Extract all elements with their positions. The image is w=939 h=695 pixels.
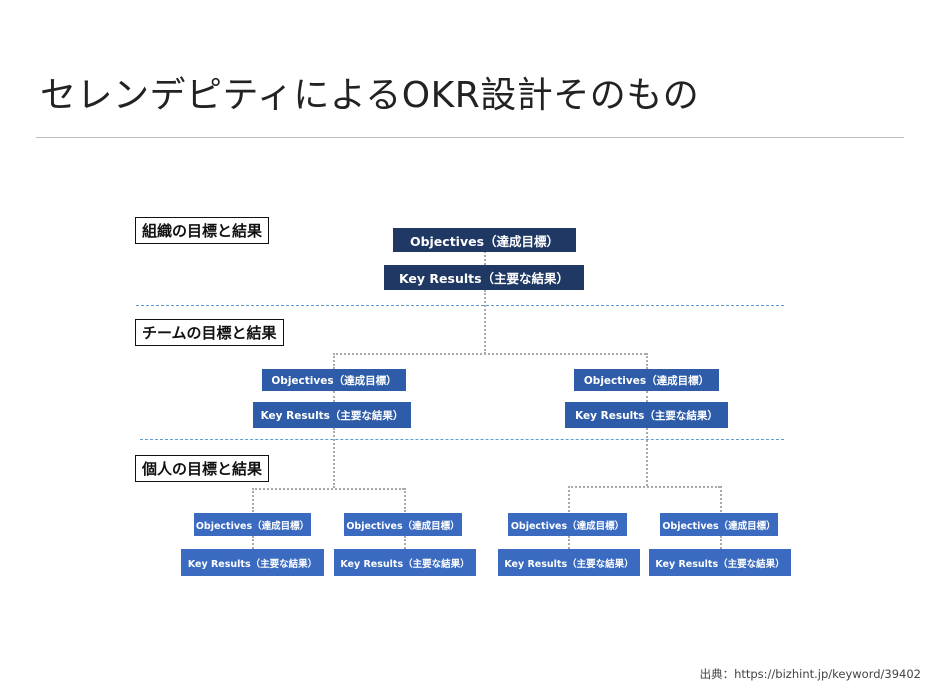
connector: [333, 353, 646, 355]
individual-objective-box: Objectives（達成目標）: [194, 513, 311, 536]
org-key-results-box: Key Results（主要な結果）: [384, 265, 584, 290]
section-label-individual: 個人の目標と結果: [135, 455, 270, 482]
connector: [484, 251, 486, 265]
connector: [404, 536, 406, 549]
connector: [720, 536, 722, 549]
connector: [333, 353, 335, 369]
section-label-team: チームの目標と結果: [135, 319, 284, 346]
individual-key-results-box: Key Results（主要な結果）: [649, 549, 791, 576]
divider-org-team: [136, 305, 784, 306]
connector: [646, 391, 648, 402]
connector: [333, 391, 335, 402]
connector: [646, 353, 648, 369]
divider-team-individual: [140, 439, 784, 440]
connector: [568, 536, 570, 549]
source-citation: 出典：https://bizhint.jp/keyword/39402: [699, 667, 921, 681]
individual-key-results-box: Key Results（主要な結果）: [181, 549, 324, 576]
connector: [333, 428, 335, 488]
connector: [252, 536, 254, 549]
individual-key-results-box: Key Results（主要な結果）: [498, 549, 640, 576]
team-objective-box: Objectives（達成目標）: [262, 369, 406, 391]
team-objective-box: Objectives（達成目標）: [574, 369, 719, 391]
slide-title: セレンデピティによるOKR設計そのもの: [40, 75, 700, 116]
connector: [720, 486, 722, 512]
connector: [646, 428, 648, 486]
org-objective-box: Objectives（達成目標）: [393, 228, 576, 252]
individual-objective-box: Objectives（達成目標）: [660, 513, 778, 536]
individual-objective-box: Objectives（達成目標）: [344, 513, 462, 536]
connector: [252, 488, 254, 512]
team-key-results-box: Key Results（主要な結果）: [253, 402, 411, 428]
connector: [252, 488, 404, 490]
connector: [568, 486, 720, 488]
team-key-results-box: Key Results（主要な結果）: [565, 402, 728, 428]
connector: [568, 486, 570, 512]
connector: [484, 290, 486, 354]
title-divider: [36, 137, 904, 138]
individual-key-results-box: Key Results（主要な結果）: [334, 549, 476, 576]
individual-objective-box: Objectives（達成目標）: [508, 513, 627, 536]
section-label-org: 組織の目標と結果: [135, 217, 270, 244]
connector: [404, 488, 406, 512]
